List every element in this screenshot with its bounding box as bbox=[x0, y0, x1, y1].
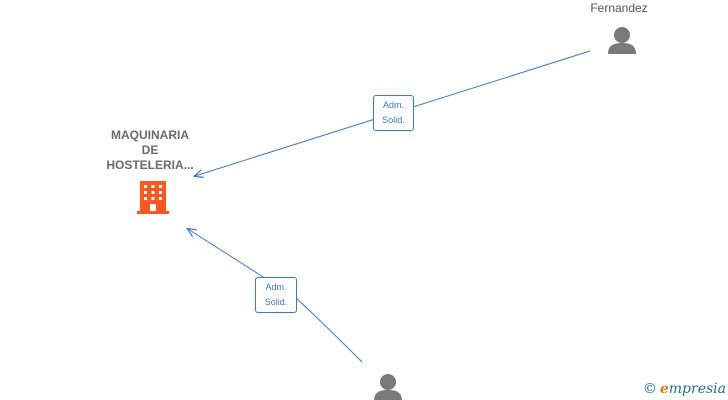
company-name-line: MAQUINARIA bbox=[111, 128, 189, 142]
edge-label-top: Adm. Solid. bbox=[373, 95, 414, 131]
copyright-symbol: © bbox=[642, 381, 657, 397]
building-icon[interactable] bbox=[137, 181, 169, 214]
company-name[interactable]: MAQUINARIA DE HOSTELERIA... bbox=[92, 128, 208, 173]
person-icon[interactable] bbox=[374, 374, 402, 400]
company-name-line: HOSTELERIA... bbox=[106, 158, 194, 172]
edge-label-line: Adm. bbox=[382, 100, 404, 110]
edge-label-line: Solid. bbox=[382, 115, 405, 125]
edge-label-bottom: Adm. Solid. bbox=[255, 277, 297, 313]
company-name-line: DE bbox=[141, 143, 159, 157]
edge-label-line: Solid. bbox=[264, 297, 288, 307]
person-name-label[interactable]: Fernandez bbox=[590, 1, 648, 15]
empresia-watermark: ©empresia bbox=[643, 381, 726, 397]
person-icon[interactable] bbox=[608, 27, 636, 54]
brand-initial: e bbox=[659, 381, 669, 397]
edge-label-line: Adm. bbox=[265, 282, 287, 292]
brand-name: mpresia bbox=[668, 381, 726, 397]
